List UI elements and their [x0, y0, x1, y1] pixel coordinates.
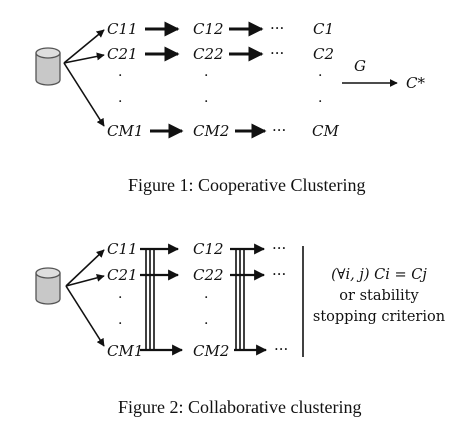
label-g: G [354, 57, 366, 75]
database-icon [35, 47, 61, 86]
arrow-to-cm1 [65, 285, 105, 347]
vertical-dots: · · · · · · [118, 68, 322, 110]
label-cm2: CM2 [193, 122, 229, 140]
row-2: C21 C22 ··· C2 [107, 44, 334, 63]
ellipsis-row-m: ··· [272, 121, 286, 139]
ellipsis-row-1: ··· [270, 19, 284, 37]
svg-text:·: · [118, 316, 122, 332]
svg-text:·: · [318, 94, 322, 110]
database-icon [35, 267, 61, 305]
label-cm2: CM2 [193, 342, 229, 360]
criterion-stability: or stability [339, 288, 419, 304]
svg-text:·: · [318, 68, 322, 84]
ellipsis-row-m: ··· [274, 340, 288, 358]
exchange-bus-2 [230, 243, 268, 356]
svg-text:·: · [118, 290, 122, 306]
arrow-to-c21 [65, 273, 105, 287]
arrow-to-cm1 [63, 62, 105, 127]
criterion-equality: (∀i, j) Ci = Cj [331, 267, 427, 283]
svg-text:·: · [118, 68, 122, 84]
figure-1-caption: Figure 1: Cooperative Clustering [128, 175, 365, 195]
criterion-stopping: stopping criterion [313, 309, 445, 325]
label-c22: C22 [193, 266, 224, 284]
svg-text:·: · [204, 290, 208, 306]
figure-2-collaborative-clustering: C11 C21 CM1 C12 C22 CM2 · · · · [35, 239, 445, 417]
svg-text:·: · [204, 316, 208, 332]
label-cm: CM [312, 122, 339, 140]
row-m: CM1 CM2 ··· CM [107, 121, 339, 140]
label-c22: C22 [193, 45, 224, 63]
label-c21: C21 [107, 266, 138, 284]
label-c11: C11 [107, 20, 138, 38]
label-c21: C21 [107, 45, 138, 63]
label-c12: C12 [193, 20, 224, 38]
row-1: C11 C12 ··· C1 [107, 19, 334, 38]
ellipsis-row-2: ··· [270, 44, 284, 62]
svg-text:·: · [204, 94, 208, 110]
label-c1: C1 [313, 20, 334, 38]
svg-text:·: · [204, 68, 208, 84]
label-c2: C2 [313, 45, 334, 63]
ellipsis-row-1: ··· [272, 239, 286, 257]
arrow-to-c11 [63, 29, 105, 64]
fan-out-arrows [63, 29, 105, 127]
fan-out-arrows [65, 249, 105, 347]
arrow-to-c11 [65, 249, 105, 287]
figure-2-caption: Figure 2: Collaborative clustering [118, 397, 361, 417]
figure-1-cooperative-clustering: C11 C12 ··· C1 C21 C22 ··· C2 · · · · · … [35, 19, 425, 195]
ellipsis-row-2: ··· [272, 265, 286, 283]
label-cm1: CM1 [107, 122, 143, 140]
vertical-dots: · · · · [118, 290, 208, 332]
exchange-bus-1 [140, 243, 184, 356]
svg-text:·: · [118, 94, 122, 110]
label-c12: C12 [193, 240, 224, 258]
label-c11: C11 [107, 240, 138, 258]
label-cm1: CM1 [107, 342, 143, 360]
arrow-to-c21 [63, 52, 105, 64]
label-c-star: C* [406, 74, 425, 92]
